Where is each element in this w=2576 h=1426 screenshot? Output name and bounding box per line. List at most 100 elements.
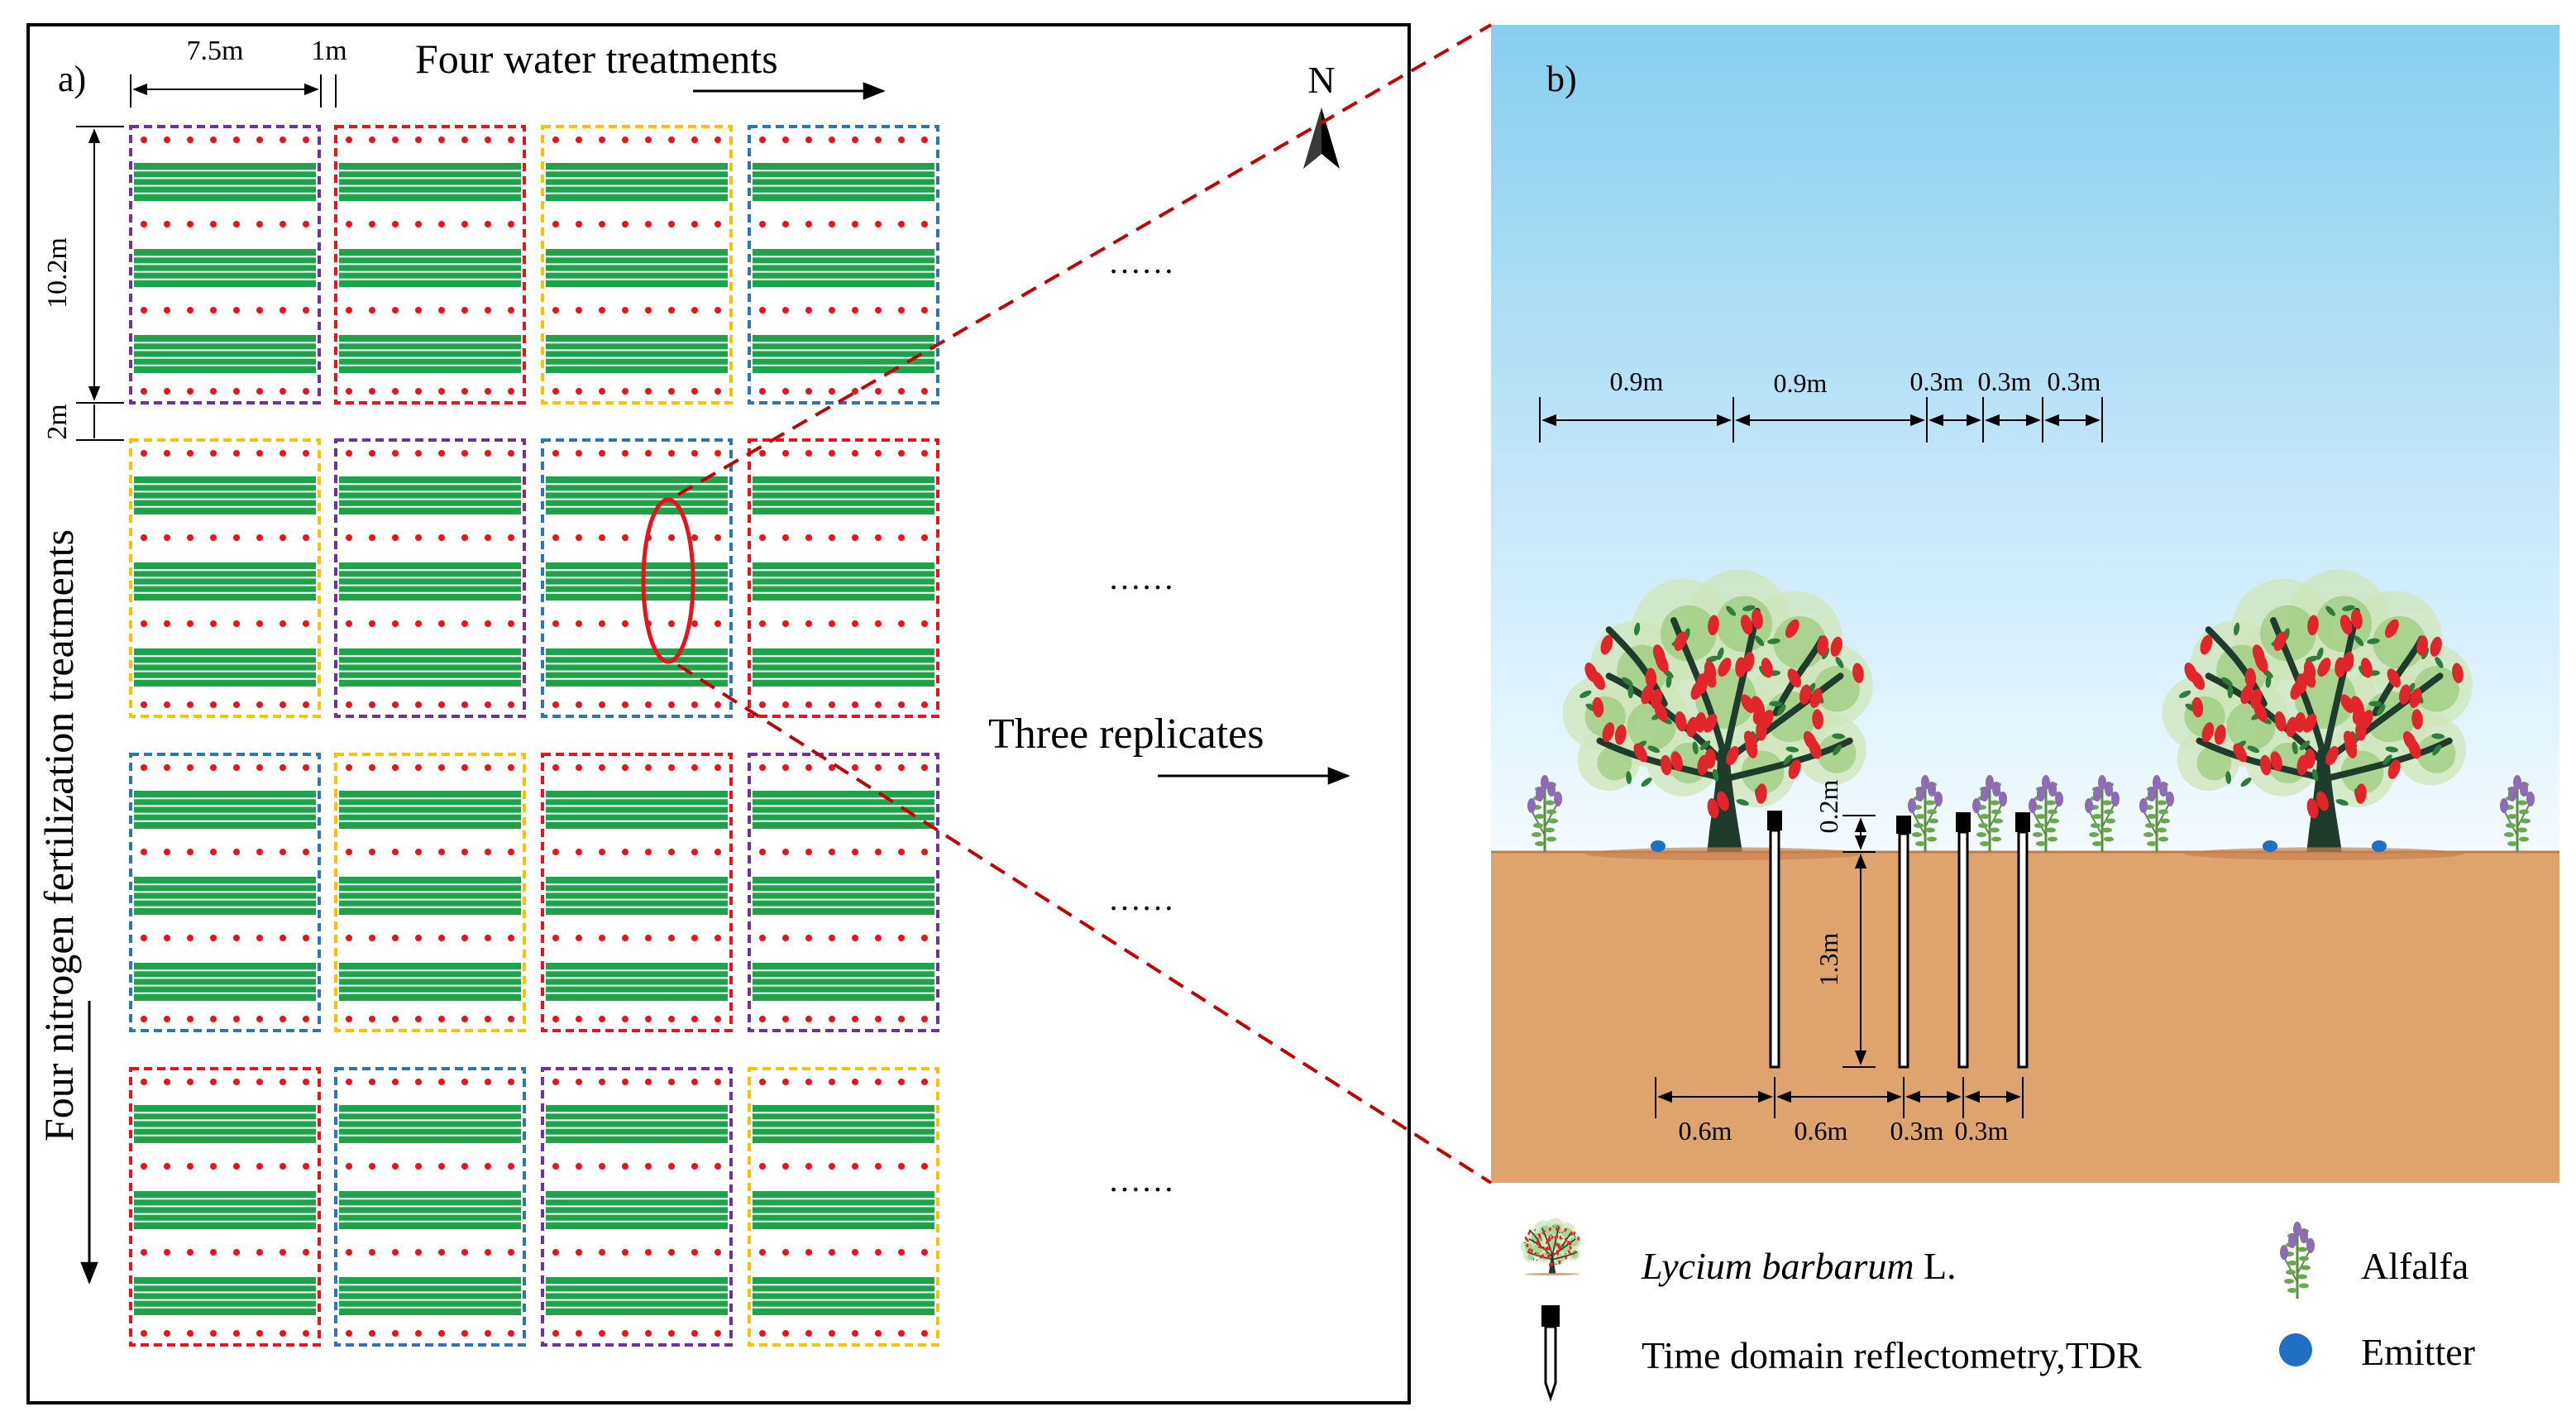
emitter-dot [576,534,582,541]
emitter-dot [233,1163,240,1170]
emitter-dot [805,849,812,855]
emitter-dot [280,307,286,313]
emitter-dot [829,307,835,313]
emitter-dot [280,1016,286,1022]
row-2-ellipsis: …… [1108,559,1174,596]
north-label: N [1307,59,1335,101]
emitter-dot [256,849,263,855]
emitter-dot [552,221,559,227]
tdr-probes [1767,811,2030,1069]
crop-band [546,648,728,687]
crop-band [134,1191,316,1229]
emitter-dot [829,1249,835,1256]
emitter-dot [805,307,812,313]
emitter-dot [898,534,905,541]
emitter-dot [645,388,652,395]
crop-band [339,1277,521,1315]
emitter-dot [921,620,928,627]
emitter-dot [415,221,422,227]
emitter-dot [508,1249,514,1256]
emitter-dot [485,935,491,941]
emitter-dot [303,450,309,457]
emitter-dot [346,534,352,541]
emitter-dot [645,307,652,313]
bottom-dim-label-4: 0.3m [1955,1116,2009,1146]
emitter-dot [210,935,217,941]
emitter-dot [714,1330,721,1337]
emitter-dot [280,935,286,941]
legend-lycium-label: Lycium barbarum L. [1641,1245,1957,1287]
emitter-dot [805,221,812,227]
emitter-dot [622,701,628,708]
emitter-dot [508,849,514,855]
emitter-dot [668,1163,675,1170]
plot-grid [129,125,939,1347]
plot-border [334,125,526,404]
emitter-dot [714,1079,721,1085]
emitter-dot [187,1016,194,1022]
plot-border [334,1067,526,1347]
emitter-dot [485,701,491,708]
emitter-dot [164,935,170,941]
alfalfa-plant [1527,775,1562,852]
emitter-dot [668,764,675,771]
emitter-dot [438,450,445,457]
emitter-dot [485,450,491,457]
emitter-dot [461,1079,468,1085]
emitter-dot [759,136,766,143]
emitter-dot [369,1016,375,1022]
emitter-dot [691,307,698,313]
emitter-dot [576,764,582,771]
treatment-plot [334,1067,526,1347]
emitter-dot [415,1330,422,1337]
emitter-dot [187,935,194,941]
emitter-dot [852,221,858,227]
crop-band [339,877,521,915]
emitter-dot [645,935,652,941]
emitter-dot [369,450,375,457]
lycium-tree-left [1562,569,1873,861]
crop-band [753,163,934,201]
emitter-dot [280,534,286,541]
emitter-dot [461,1330,468,1337]
emitter-dot [576,1249,582,1256]
alfalfa-plant [1972,775,2007,852]
emitter-dot [438,935,445,941]
emitter-dot [552,1330,559,1337]
emitter-dot [210,1016,217,1022]
row-4-ellipsis: …… [1108,1161,1174,1199]
emitter-dot [485,1330,491,1337]
bottom-dim-label-1: 0.6m [1679,1116,1732,1146]
emitter-dot [369,221,375,227]
legend-lycium-suffix: L. [1914,1245,1957,1287]
emitter-dot [714,701,721,708]
emitter [2263,840,2277,852]
emitter-dot [668,849,675,855]
legend: Lycium barbarum L. Time domain reflectom… [1520,1218,2475,1402]
emitter-dot [187,1249,194,1256]
emitter-dot [875,1163,882,1170]
emitter-dot [164,136,170,143]
treatment-plot [129,1067,321,1347]
emitter-dot [759,1016,766,1022]
emitter-dot [233,388,240,395]
emitter-dot [210,849,217,855]
emitter-dot [875,534,882,541]
emitter-dot [187,1163,194,1170]
emitter [2372,840,2387,852]
emitter-dot [645,764,652,771]
emitter-dot [141,307,147,313]
emitter-dot [187,136,194,143]
emitter-dot [141,1249,147,1256]
emitter-dot [303,307,309,313]
emitter-dot [852,1163,858,1170]
emitter-dot [875,1330,882,1337]
emitter-dot [415,849,422,855]
emitter-dot [256,1016,263,1022]
emitter-dot [346,620,352,627]
emitter-dot [622,1079,628,1085]
crop-band [339,163,521,201]
emitter-dot [346,221,352,227]
emitter-dot [280,620,286,627]
